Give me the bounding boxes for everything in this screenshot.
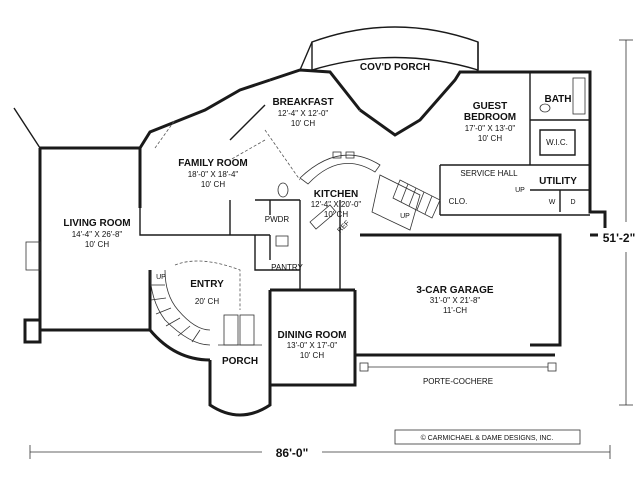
- porte-cochere-columns: [359, 362, 557, 372]
- breakfast-label: BREAKFAST 12'-4" X 12'-0" 10' CH: [272, 97, 333, 128]
- clo-name: CLO.: [449, 197, 468, 206]
- kitchen-ceiling: 10' CH: [324, 210, 348, 219]
- up-service-mark: UP: [515, 187, 525, 194]
- dining-room-ceiling: 10' CH: [300, 351, 324, 360]
- up-entry-mark: UP: [156, 274, 166, 281]
- garage-name: 3-CAR GARAGE: [416, 285, 494, 296]
- family-room-name: FAMILY ROOM: [178, 158, 247, 169]
- service-hall-name: SERVICE HALL: [460, 169, 518, 178]
- service-stair: [392, 179, 441, 219]
- depth-dimension: 51'-2": [598, 39, 640, 406]
- kitchen-size: 12'-4" X 20'-0": [311, 200, 362, 209]
- dryer-mark: D: [570, 199, 575, 206]
- bath-name: BATH: [544, 94, 571, 105]
- garage-size: 31'-0" X 21'-8": [430, 296, 481, 305]
- dining-room-label: DINING ROOM 13'-0" X 17'-0" 10' CH: [278, 330, 347, 360]
- entry-stair: [149, 269, 211, 346]
- guest-bedroom-label: GUEST BEDROOM 17'-0" X 13'-0" 10' CH: [464, 101, 516, 143]
- width-dimension-text: 86'-0": [276, 446, 309, 460]
- porch-name: PORCH: [222, 356, 258, 367]
- garage-ceiling: 11'-CH: [443, 306, 467, 315]
- living-room-label: LIVING ROOM 14'-4" X 26'-8" 10' CH: [63, 218, 130, 249]
- wic-name: W.I.C.: [546, 138, 568, 147]
- entry-doors: [218, 314, 262, 346]
- breakfast-size: 12'-4" X 12'-0": [278, 109, 329, 118]
- living-room-chimney-line: [13, 107, 41, 149]
- pwdr-name: PWDR: [265, 215, 290, 224]
- guest-bedroom-size: 17'-0" X 13'-0": [465, 124, 516, 133]
- utility-name: UTILITY: [539, 176, 577, 187]
- width-dimension: 86'-0": [29, 445, 611, 460]
- pwdr-fixtures: [275, 182, 289, 247]
- covd-porch-name: COV'D PORCH: [360, 62, 430, 73]
- fireplace: [25, 241, 41, 271]
- guest-bedroom-name-1: GUEST: [473, 101, 507, 112]
- pantry-name: PANTRY: [271, 263, 303, 272]
- entry-name: ENTRY: [190, 279, 224, 290]
- interior-walls: [139, 72, 590, 290]
- guest-bedroom-name-2: BEDROOM: [464, 112, 516, 123]
- garage-label: 3-CAR GARAGE 31'-0" X 21'-8" 11'-CH: [416, 285, 494, 315]
- living-room-size: 14'-4" X 26'-8": [72, 230, 123, 239]
- bath-fixtures: [539, 77, 586, 115]
- dining-room-name: DINING ROOM: [278, 330, 347, 341]
- up-kitchen-mark: UP: [400, 213, 410, 220]
- kitchen-label: KITCHEN 12'-4" X 20'-0" 10' CH: [311, 189, 362, 219]
- porte-cochere-name: PORTE-COCHERE: [423, 377, 493, 386]
- family-room-size: 18'-0" X 18'-4": [188, 170, 239, 179]
- kitchen-name: KITCHEN: [314, 189, 358, 200]
- family-room-label: FAMILY ROOM 18'-0" X 18'-4" 10' CH: [178, 158, 247, 189]
- entry-ceiling: 20' CH: [195, 297, 219, 306]
- copyright-box: © CARMICHAEL & DAME DESIGNS, INC.: [394, 429, 581, 445]
- depth-dimension-text: 51'-2": [603, 231, 636, 245]
- entry-label: ENTRY 20' CH: [190, 279, 224, 306]
- copyright-text: © CARMICHAEL & DAME DESIGNS, INC.: [421, 434, 554, 442]
- living-room-name: LIVING ROOM: [63, 218, 130, 229]
- breakfast-name: BREAKFAST: [272, 97, 333, 108]
- washer-mark: W: [549, 199, 556, 206]
- exterior-walls: [23, 26, 607, 417]
- guest-bedroom-ceiling: 10' CH: [478, 134, 502, 143]
- breakfast-ceiling: 10' CH: [291, 119, 315, 128]
- family-room-ceiling: 10' CH: [201, 180, 225, 189]
- dining-room-size: 13'-0" X 17'-0": [287, 341, 338, 350]
- ref-mark: REF: [337, 220, 352, 235]
- ceiling-lines: [154, 119, 301, 310]
- living-room-ceiling: 10' CH: [85, 240, 109, 249]
